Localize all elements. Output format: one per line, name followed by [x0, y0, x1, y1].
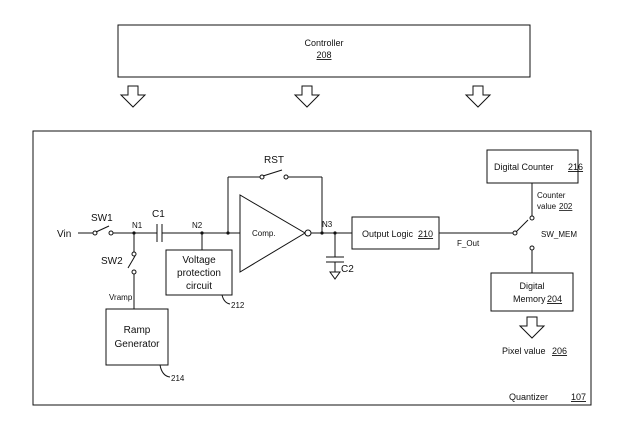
sw-mem-contact-memory [529, 245, 535, 251]
sw-mem-switch [515, 219, 529, 233]
digital-memory-box [490, 272, 574, 312]
quantizer-ref: 107 [571, 392, 586, 402]
c1-label: C1 [152, 209, 165, 220]
counter-value-line2: value [537, 202, 557, 211]
down-arrow-3 [464, 85, 492, 108]
f-out-label: F_Out [457, 239, 480, 248]
output-logic-box [351, 216, 440, 250]
rst-switch [262, 169, 283, 177]
comparator-label: Comp. [252, 229, 276, 238]
quantizer-label: Quantizer [509, 392, 548, 402]
controller-box [117, 24, 531, 78]
pixel-value-ref: 206 [552, 346, 567, 356]
digital-counter-ref: 216 [568, 162, 583, 172]
sw2-switch [127, 255, 136, 269]
down-arrow-2 [293, 85, 321, 108]
counter-value-line1: Counter [537, 191, 566, 200]
output-logic-label: Output Logic [362, 229, 414, 239]
digital-memory-ref: 204 [547, 294, 562, 304]
voltage-protection-line3: circuit [186, 281, 212, 292]
n2-label: N2 [192, 221, 203, 230]
sw1-contact-right [108, 230, 114, 236]
voltage-protection-line1: Voltage [182, 255, 216, 266]
digital-memory-line2: Memory [513, 294, 546, 304]
digital-counter-label: Digital Counter [494, 162, 554, 172]
voltage-protection-box [165, 249, 233, 296]
counter-value-ref: 202 [559, 202, 573, 211]
n1-label: N1 [132, 221, 143, 230]
rst-contact-right [283, 174, 289, 180]
ramp-generator-box [105, 308, 169, 366]
rst-junction-left [226, 231, 230, 235]
down-arrow-1 [119, 85, 147, 108]
sw-mem-contact-counter [529, 215, 535, 221]
n3-label: N3 [322, 220, 333, 229]
output-logic-ref: 210 [418, 229, 433, 239]
voltage-protection-ref: 212 [231, 301, 245, 310]
controller-ref: 208 [316, 50, 331, 60]
digital-counter-box [486, 149, 579, 184]
vramp-label: Vramp [109, 293, 133, 302]
comparator-triangle [239, 194, 306, 273]
sw2-contact-bottom [131, 269, 137, 275]
vin-label: Vin [57, 229, 71, 240]
ramp-generator-line2: Generator [114, 339, 160, 350]
sw1-switch [95, 225, 110, 233]
sw1-label: SW1 [91, 213, 113, 224]
sw-mem-label: SW_MEM [541, 230, 577, 239]
pixel-value-arrow [518, 316, 546, 339]
comparator-inverting-bubble [304, 229, 312, 237]
digital-memory-line1: Digital [519, 281, 544, 291]
c2-label: C2 [341, 264, 354, 275]
rst-label: RST [264, 155, 284, 166]
ramp-generator-ref: 214 [171, 374, 185, 383]
ramp-generator-line1: Ramp [124, 325, 151, 336]
n3-junction [320, 231, 324, 235]
sw2-contact-top [131, 251, 137, 257]
sw2-label: SW2 [101, 256, 123, 267]
voltage-protection-line2: protection [177, 268, 221, 279]
controller-label: Controller [304, 38, 343, 48]
pixel-value-label: Pixel value [502, 346, 546, 356]
ground-icon [329, 271, 341, 280]
